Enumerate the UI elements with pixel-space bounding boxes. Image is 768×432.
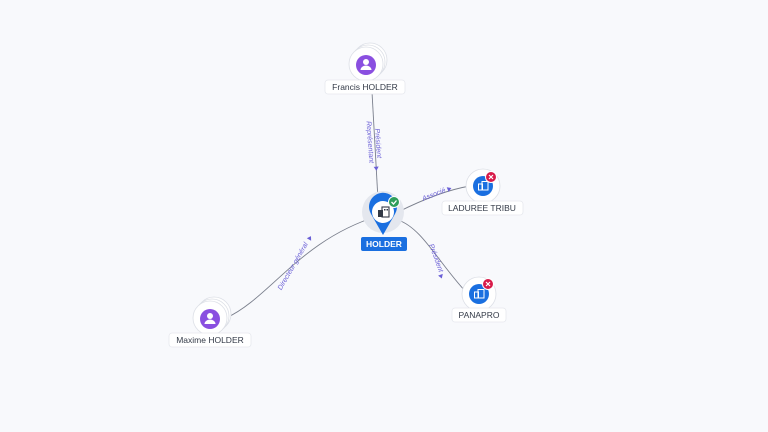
close-icon [482,278,494,290]
edge-label-francis-2: Représentant [364,121,374,164]
node-label-panapro: PANAPRO [459,310,500,320]
node-label-maxime: Maxime HOLDER [176,335,244,345]
edges [225,91,471,319]
edge-label-francis-1: Président [373,128,382,159]
edge-maxime-holder [225,215,379,319]
edge-label-panapro: Président [427,243,444,274]
close-icon [485,171,497,183]
edge-label-laduree: Associé [420,187,446,203]
arrow-icon [438,273,443,279]
node-label-francis: Francis HOLDER [332,82,398,92]
building-icon [474,289,485,299]
arrow-icon [373,166,379,171]
building-icon [478,181,489,191]
edge-label-maxime: Directeur général [277,241,310,291]
node-company-laduree[interactable]: LADUREE TRIBU [441,168,524,216]
arrow-icon [446,187,452,192]
edge-holder-panapro [397,219,467,293]
node-person-francis[interactable]: Francis HOLDER [324,42,406,95]
node-label-laduree: LADUREE TRIBU [448,203,516,213]
node-person-maxime[interactable]: Maxime HOLDER [168,296,252,348]
person-icon [356,55,376,75]
node-company-panapro[interactable]: PANAPRO [451,276,507,323]
node-main-holder[interactable]: HOLDER [361,191,407,251]
node-label-holder: HOLDER [366,239,402,249]
edge-holder-laduree [397,185,471,213]
check-icon [388,196,400,208]
building-icon [378,206,390,218]
person-icon [200,309,220,329]
edge-francis-holder [371,91,379,201]
arrow-icon [306,236,312,241]
